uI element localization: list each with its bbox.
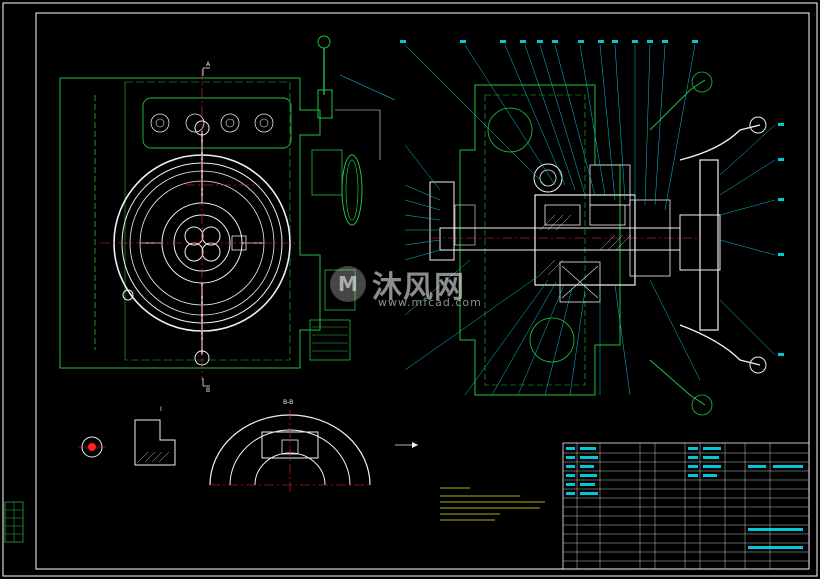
- bottom-details: [78, 410, 545, 521]
- inner-frame: [35, 12, 810, 570]
- mfcad-logo-icon: M: [330, 266, 366, 302]
- watermark: M 沐风网 www.mfcad.com: [330, 262, 481, 309]
- section-mark: B-B: [283, 399, 293, 406]
- title-block: [562, 442, 810, 570]
- left-margin-strip: [4, 501, 24, 543]
- left-end-view: [59, 35, 396, 387]
- view-mark-top: A: [206, 61, 211, 68]
- view-mark-bottom: B: [206, 387, 210, 394]
- detail-mark: I: [160, 406, 162, 413]
- watermark-url: www.mfcad.com: [378, 296, 482, 309]
- watermark-brand: 沐风网: [372, 270, 465, 305]
- right-section-view: [400, 40, 784, 416]
